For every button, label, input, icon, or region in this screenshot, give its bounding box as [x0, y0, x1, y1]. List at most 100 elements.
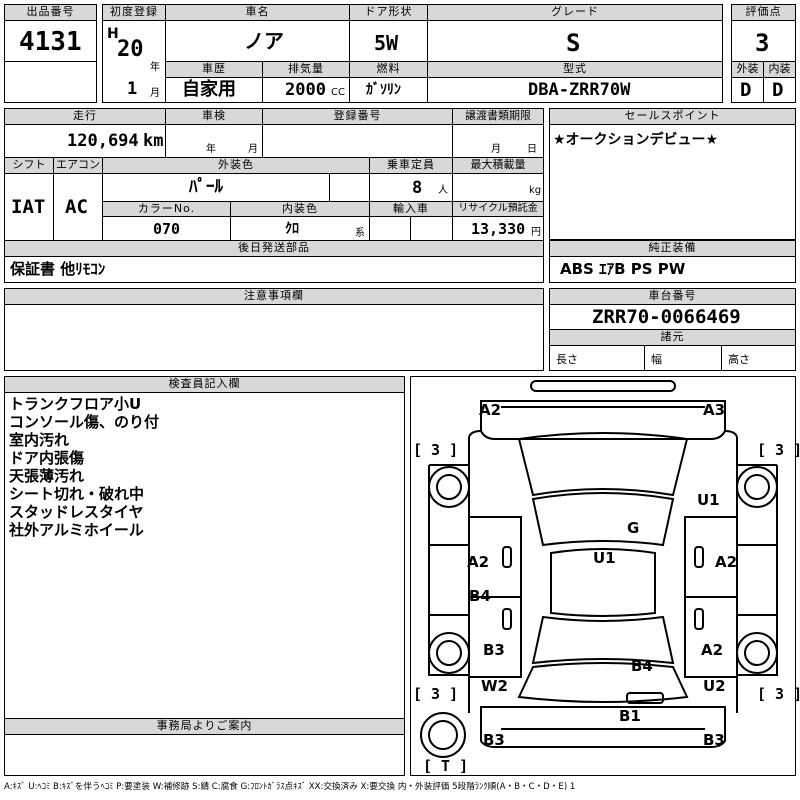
spec-width-cell: 幅 — [644, 345, 722, 371]
damage-label: B4 — [631, 657, 653, 675]
int-color-header: 内装色 — [230, 201, 370, 217]
ext-color-extra — [329, 173, 370, 202]
first-reg-cell: H 20 年 1 月 — [102, 20, 166, 103]
score-cell: 3 — [731, 20, 796, 62]
genuine-header: 純正装備 — [549, 240, 796, 257]
reg-month: 1 — [127, 79, 138, 99]
sales-point: ★オークションデビュー★ — [553, 132, 719, 148]
chassis-no: ZRR70-0066469 — [592, 306, 741, 328]
tire-tread-mark: [ 3 ] — [757, 685, 800, 703]
import-cell — [369, 216, 411, 241]
chassis-cell: ZRR70-0066469 — [549, 304, 796, 330]
remark-line: トランクフロア小U — [9, 395, 142, 413]
tire-tread-mark: [ 3 ] — [757, 441, 800, 459]
legend: A:ｷｽﾞ U:ﾍｺﾐ B:ｷｽﾞを伴うﾍｺﾐ P:要塗装 W:補修跡 S:錆 … — [4, 782, 576, 792]
transfer-cell: 月 日 — [452, 124, 544, 158]
car-name-header: 車名 — [165, 4, 350, 21]
damage-label: B1 — [619, 707, 641, 725]
recycle: 13,330 — [471, 220, 526, 238]
fuel-cell: ｶﾞｿﾘﾝ — [349, 77, 428, 103]
car-diagram: A2 A3 U1 G U1 A2 A2 B4 B3 B4 A2 W2 U2 B1… — [410, 376, 800, 776]
mileage-cell: 120,694 km — [4, 124, 166, 158]
remark-line: シート切れ・破れ中 — [9, 485, 145, 503]
insp-year-unit: 年 — [206, 144, 216, 155]
people-unit: 人 — [438, 185, 448, 196]
lot-no-blank — [4, 61, 97, 103]
int-color: ｸﾛ — [285, 221, 299, 237]
max-load-cell: kg — [452, 173, 544, 202]
ext-color-header: 外装色 — [102, 157, 370, 174]
spec-width: 幅 — [651, 353, 662, 366]
ext-color: ﾊﾟｰﾙ — [189, 177, 223, 197]
office-header: 事務局よりご案内 — [4, 718, 405, 735]
damage-label: A3 — [703, 401, 726, 419]
model-header: 型式 — [427, 61, 723, 78]
remark-line: スタッドレスタイヤ — [9, 503, 144, 521]
door: 5W — [374, 31, 399, 55]
kg-unit: kg — [529, 185, 542, 196]
damage-label: B3 — [703, 731, 725, 749]
shift: IAT — [11, 196, 46, 218]
shift-cell: IAT — [4, 173, 54, 241]
spec-length-cell: 長さ — [549, 345, 645, 371]
fuel-header: 燃料 — [349, 61, 428, 78]
max-load-header: 最大積載量 — [452, 157, 544, 174]
int-color-cell: ｸﾛ 系 — [230, 216, 370, 241]
ext-color-cell: ﾊﾟｰﾙ — [102, 173, 330, 202]
notes-header: 注意事項欄 — [4, 288, 544, 305]
car-outline — [420, 380, 778, 758]
interior-grade: D — [772, 79, 784, 101]
inspector-remarks: トランクフロア小U コンソール傷、のり付 室内汚れ ドア内張傷 天張薄汚れ シー… — [4, 392, 405, 719]
damage-label: U1 — [593, 549, 616, 567]
mileage-header: 走行 — [4, 108, 166, 125]
remark-line: 室内汚れ — [9, 431, 70, 449]
spec-length: 長さ — [556, 353, 578, 366]
history: 自家用 — [182, 79, 236, 100]
damage-label: B3 — [483, 641, 505, 659]
door-cell: 5W — [349, 20, 428, 62]
model: DBA-ZRR70W — [528, 80, 631, 100]
exterior-header: 外装 — [731, 61, 764, 78]
grade-header: グレード — [427, 4, 723, 21]
damage-label: A2 — [701, 641, 724, 659]
damage-label: A2 — [479, 401, 502, 419]
month-unit: 月 — [150, 88, 160, 99]
later-parts-header: 後日発送部品 — [4, 240, 544, 257]
aircon-cell: AC — [53, 173, 103, 241]
remark-line: ドア内張傷 — [9, 449, 85, 467]
fuel: ｶﾞｿﾘﾝ — [366, 82, 401, 98]
transfer-header: 譲渡書類期限 — [452, 108, 544, 125]
import-header: 輸入車 — [369, 201, 453, 217]
year-unit: 年 — [150, 62, 160, 73]
mileage: 120,694 — [67, 131, 139, 151]
door-header: ドア形状 — [349, 4, 428, 21]
damage-label: B4 — [469, 587, 491, 605]
notes-cell — [4, 304, 544, 371]
yen-unit: 円 — [531, 227, 541, 238]
reg-year: 20 — [117, 37, 144, 62]
history-cell: 自家用 — [165, 77, 263, 103]
insp-month-unit: 月 — [248, 144, 258, 155]
model-cell: DBA-ZRR70W — [427, 77, 723, 103]
era: H — [107, 26, 119, 42]
reg-no-cell — [262, 124, 453, 158]
capacity-header: 乗車定員 — [369, 157, 453, 174]
transfer-month-unit: 月 — [491, 144, 501, 155]
sales-point-cell: ★オークションデビュー★ — [549, 124, 796, 240]
tire-tread-mark: [ 3 ] — [413, 685, 459, 703]
later-parts: 保証書 他ﾘﾓｺﾝ — [10, 260, 106, 278]
office-cell — [4, 734, 405, 776]
spec-height-cell: 高さ — [721, 345, 796, 371]
score-header: 評価点 — [731, 4, 796, 21]
aircon: AC — [65, 196, 88, 218]
tire-tread-mark: [ 3 ] — [413, 441, 459, 459]
capacity-cell: 8 人 — [369, 173, 453, 202]
displacement-cell: 2000 CC — [262, 77, 350, 103]
grade-cell: S — [427, 20, 723, 62]
first-reg-header: 初度登録 — [102, 4, 166, 21]
car-name: ノア — [244, 29, 284, 53]
genuine-cell: ABS ｴｱB PS PW — [549, 256, 796, 283]
displacement: 2000 — [285, 80, 326, 100]
history-header: 車歴 — [165, 61, 263, 78]
score: 3 — [755, 29, 770, 57]
